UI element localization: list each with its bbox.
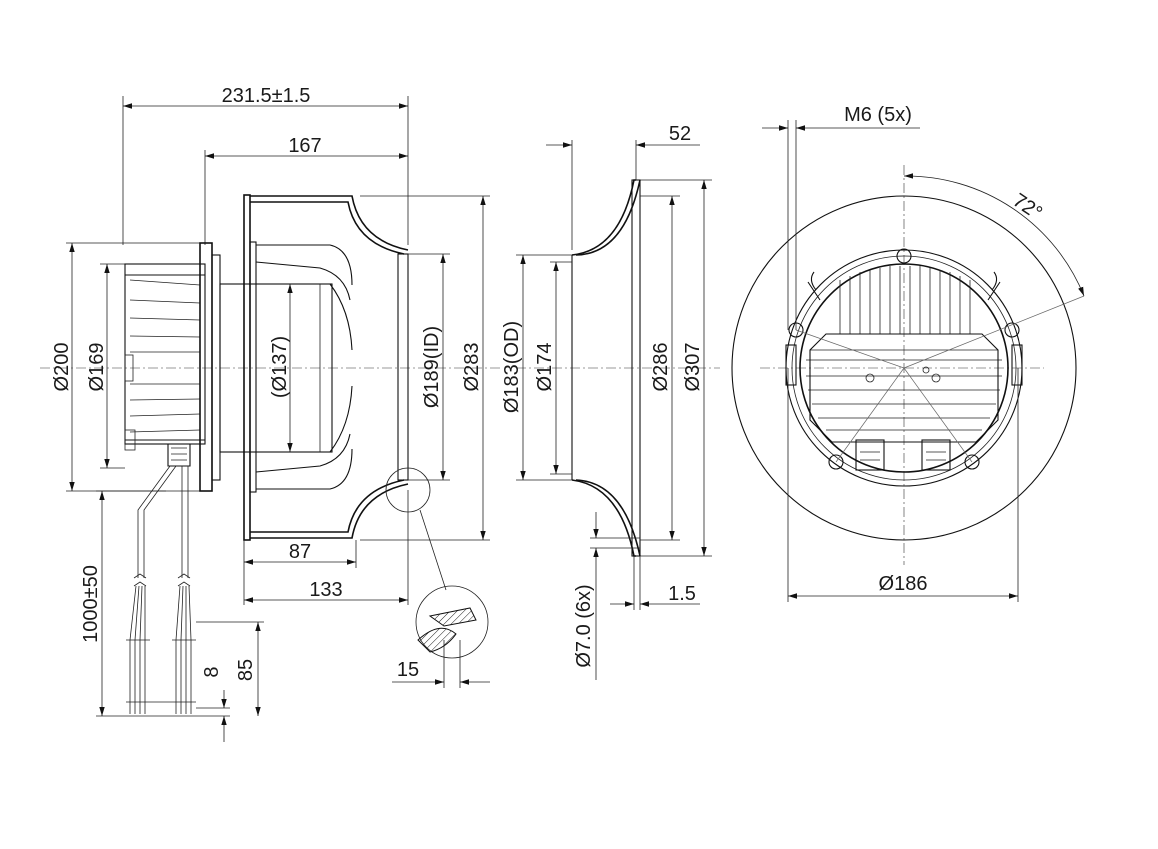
holes-label: Ø7.0 (6x) — [573, 584, 595, 667]
dim-dia-137: (Ø137) — [269, 284, 293, 452]
dim-holes: Ø7.0 (6x) — [573, 512, 640, 680]
dim-dia-183: Ø183(OD) — [501, 254, 572, 481]
overall-length-label: 231.5±1.5 — [222, 85, 311, 107]
thread-label: M6 (5x) — [844, 104, 912, 126]
depth-52-label: 52 — [669, 123, 691, 145]
dim-167: 167 — [204, 135, 408, 245]
dia-169-label: Ø169 — [86, 343, 108, 392]
thickness-label: 1.5 — [668, 583, 696, 605]
dim-dia-174: Ø174 — [534, 261, 572, 475]
inlet-ring-view: 52 Ø183(OD) Ø174 Ø286 Ø307 — [501, 123, 720, 680]
cable-length-label: 1000±50 — [80, 565, 102, 643]
front-heat-sink — [806, 266, 1002, 471]
front-view: 72° M6 (5x) Ø186 — [731, 104, 1085, 602]
dia-283-label: Ø283 — [461, 343, 483, 392]
detail-callout: 15 — [385, 467, 490, 688]
dim-dia-307: Ø307 — [640, 179, 712, 557]
dia-137-label: (Ø137) — [269, 336, 291, 398]
len-133-label: 133 — [309, 579, 342, 601]
side-view: 231.5±1.5 167 Ø200 Ø169 — [40, 85, 500, 742]
dim-overall-length: 231.5±1.5 — [122, 85, 409, 245]
dim-133: 133 — [244, 490, 409, 605]
cables — [126, 465, 196, 714]
dia-183-label: Ø183(OD) — [501, 321, 523, 413]
dim-8: 8 — [196, 666, 230, 742]
len-85-label: 85 — [235, 659, 257, 681]
dim-dia-200: Ø200 — [51, 242, 205, 492]
dim-angle: 72° — [903, 173, 1085, 297]
dim-cable-length: 1000±50 — [80, 490, 230, 717]
len-87-label: 87 — [289, 541, 311, 563]
angle-label: 72° — [1009, 189, 1046, 224]
dim-thread: M6 (5x) — [762, 104, 920, 330]
dim-dia-283: Ø283 — [461, 196, 486, 540]
dia-286-label: Ø286 — [650, 343, 672, 392]
len-8-label: 8 — [201, 666, 223, 677]
dia-186-label: Ø186 — [879, 573, 928, 595]
dim-87: 87 — [243, 540, 357, 605]
dia-189-label: Ø189(ID) — [421, 326, 443, 408]
dim-dia-169: Ø169 — [86, 263, 125, 469]
motor-body — [124, 242, 333, 492]
dia-174-label: Ø174 — [534, 343, 556, 392]
dim-dia-186: Ø186 — [787, 368, 1019, 602]
length-167-label: 167 — [288, 135, 321, 157]
dim-dia-286: Ø286 — [640, 195, 680, 541]
dim-52: 52 — [546, 123, 700, 250]
impeller — [243, 194, 490, 541]
dia-307-label: Ø307 — [682, 343, 704, 392]
dim-thickness: 1.5 — [610, 556, 700, 610]
detail-15-label: 15 — [397, 659, 419, 681]
dia-200-label: Ø200 — [51, 343, 73, 392]
dim-85: 85 — [196, 621, 264, 716]
dim-dia-189: Ø189(ID) — [421, 254, 446, 480]
